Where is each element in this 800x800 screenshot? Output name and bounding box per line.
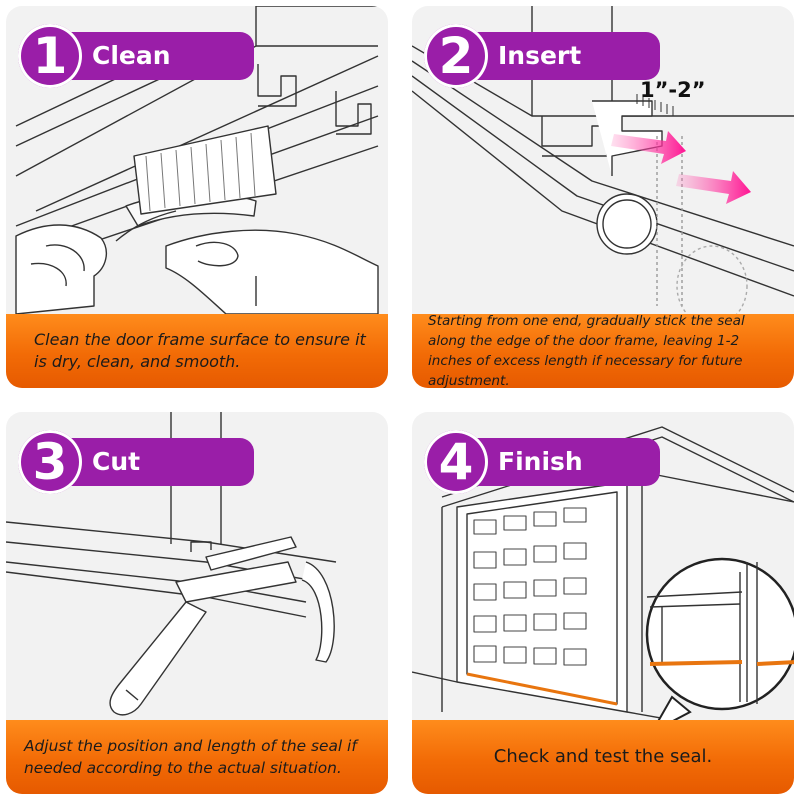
step-caption: Adjust the position and length of the se… [24,737,357,777]
step-title: Insert [498,41,582,70]
step-caption-bar: Check and test the seal. [412,720,794,794]
dimension-label: 1”-2” [640,78,706,102]
step-title: Clean [92,41,171,70]
knife-cut-illustration [6,412,337,716]
step-badge-2: 2 Insert [424,24,660,88]
brush-cleaning-illustration [15,6,379,315]
badge-circle [424,430,488,494]
step-caption-bar: Starting from one end, gradually stick t… [412,313,794,388]
arrow-icon [611,131,751,204]
badge-circle [18,24,82,88]
step-number: 1 [32,27,68,85]
step-caption-bar: Adjust the position and length of the se… [6,720,388,794]
seal-line [466,672,618,706]
badge-circle [424,24,488,88]
step-title: Finish [498,447,583,476]
step-caption: Starting from one end, gradually stick t… [428,313,745,388]
step-panel-insert: 1”-2” 2 Insert Starting from one end, gr… [412,6,794,388]
step-panel-clean: 1 Clean Clean the door frame surface to … [6,6,388,388]
step-caption: Clean the door frame surface to ensure i… [34,330,366,371]
step-caption-bar: Clean the door frame surface to ensure i… [6,314,388,388]
garage-door-illustration [412,426,794,735]
step-number: 2 [438,27,474,85]
step-panel-finish: 4 Finish Check and test the seal. [412,412,794,794]
step-number: 4 [438,433,474,491]
step-number: 3 [32,433,68,491]
step-badge-4: 4 Finish [424,430,660,494]
step-panel-cut: 3 Cut Adjust the position and length of … [6,412,388,794]
seal-insert-arrows-illustration [412,6,794,327]
badge-circle [18,430,82,494]
step-badge-3: 3 Cut [18,430,254,494]
step-title: Cut [92,447,141,476]
step-caption: Check and test the seal. [493,746,713,767]
step-badge-1: 1 Clean [18,24,254,88]
